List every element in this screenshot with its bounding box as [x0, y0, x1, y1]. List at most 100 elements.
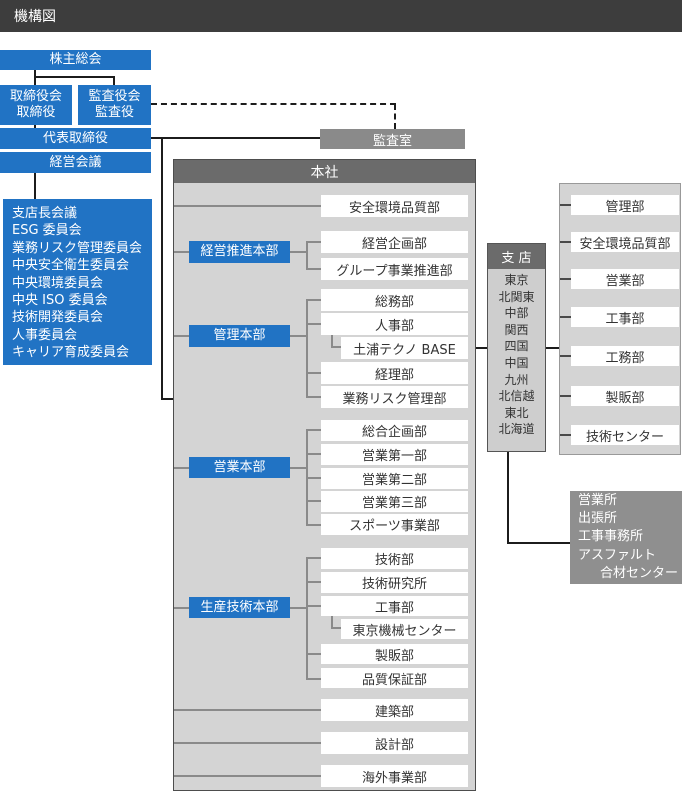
auditors-box: 監査役会 監査役 [78, 85, 151, 125]
branch-dept-box: 管理部 [571, 195, 679, 215]
branch-dept-box: 安全環境品質部 [571, 232, 679, 252]
connector-line [306, 241, 308, 269]
connector-line [331, 346, 341, 348]
dept-box: 技術部 [321, 548, 468, 569]
branch-dept-box: 製販部 [571, 386, 679, 406]
connector-line [290, 467, 306, 469]
branch-region-item: 中部 [504, 306, 529, 321]
connector-line [290, 335, 306, 337]
connector-line [34, 173, 36, 200]
audit-dashed-connector [151, 103, 396, 105]
branches-region-list: 東京 北関東 中部 関西 四国 中国 九州 北信越 東北 北海道 [488, 272, 545, 438]
connector-line [306, 678, 321, 680]
connector-line [34, 70, 36, 86]
dept-box: 営業第二部 [321, 468, 468, 489]
board-label-line2: 取締役 [16, 105, 56, 120]
board-label-line1: 取締役会 [9, 89, 62, 104]
branch-dept-box: 工事部 [571, 307, 679, 327]
dept-box: グループ事業推進部 [321, 258, 468, 280]
dept-box: 設計部 [321, 732, 468, 754]
board-of-directors-box: 取締役会 取締役 [0, 85, 72, 125]
dept-box-safety-environment-quality: 安全環境品質部 [321, 195, 468, 217]
branch-office-item: アスファルト [578, 547, 657, 563]
connector-line [306, 557, 321, 559]
connector-line [290, 607, 306, 609]
connector-line [174, 607, 189, 609]
connector-line [507, 452, 509, 544]
branch-region-item: 北海道 [498, 422, 535, 437]
dept-box: 人事部 [321, 313, 468, 335]
connector-line [161, 398, 174, 400]
committee-item: ESG 委員会 [12, 223, 82, 239]
dept-box: 建築部 [321, 699, 468, 721]
dept-box-sub: 東京機械センター [341, 619, 468, 639]
connector-line [306, 653, 321, 655]
head-office-header: 本社 [174, 160, 475, 183]
dept-box: 総務部 [321, 289, 468, 311]
committee-item: 業務リスク管理委員会 [12, 240, 143, 256]
connector-line [174, 742, 321, 744]
committee-item: 中央環境委員会 [12, 275, 104, 291]
connector-line [306, 477, 321, 479]
connector-line [306, 429, 321, 431]
connector-line [546, 347, 559, 349]
committees-box: 支店長会議 ESG 委員会 業務リスク管理委員会 中央安全衛生委員会 中央環境委… [3, 199, 152, 365]
connector-line [290, 251, 306, 253]
connector-line [174, 775, 321, 777]
branch-dept-box: 技術センター [571, 425, 679, 445]
dept-box: 技術研究所 [321, 572, 468, 593]
connector-line [476, 347, 487, 349]
branch-region-item: 東北 [504, 405, 529, 420]
dept-box: 営業第三部 [321, 491, 468, 512]
connector-line [174, 709, 321, 711]
branch-office-item: 工事事務所 [578, 529, 644, 545]
branch-region-item: 北関東 [498, 289, 535, 304]
committee-item: 中央 ISO 委員会 [12, 293, 108, 309]
dept-box: 海外事業部 [321, 765, 468, 787]
audit-dashed-connector [394, 104, 396, 129]
connector-line [560, 434, 571, 436]
branch-region-item: 四国 [504, 339, 529, 354]
dept-box: スポーツ事業部 [321, 514, 468, 535]
committee-item: 人事委員会 [12, 327, 78, 343]
connector-line [560, 241, 571, 243]
management-council-box: 経営会議 [0, 152, 151, 173]
branch-region-item: 関西 [504, 322, 529, 337]
dept-box-sub: 土浦テクノ BASE [341, 337, 468, 359]
branches-box: 支 店 東京 北関東 中部 関西 四国 中国 九州 北信越 東北 北海道 [487, 243, 546, 452]
division-hub-management-promotion: 経営推進本部 [189, 241, 290, 263]
auditors-label-line2: 監査役 [94, 105, 134, 120]
dept-box: 総合企画部 [321, 420, 468, 441]
connector-line [306, 372, 321, 374]
connector-line [161, 137, 163, 400]
connector-line [560, 395, 571, 397]
connector-line [174, 205, 321, 207]
connector-line [306, 453, 321, 455]
branch-dept-box: 工務部 [571, 346, 679, 366]
connector-line [507, 542, 570, 544]
audit-office-box: 監査室 [320, 129, 465, 149]
connector-line [174, 467, 189, 469]
connector-line [306, 323, 321, 325]
dept-box: 経理部 [321, 362, 468, 384]
connector-line [306, 500, 321, 502]
branches-header: 支 店 [488, 244, 545, 269]
branch-region-item: 東京 [504, 273, 529, 287]
connector-line [306, 581, 321, 583]
dept-box: 工事部 [321, 596, 468, 616]
dept-box: 製販部 [321, 644, 468, 664]
connector-line [174, 251, 189, 253]
committee-item: 中央安全衛生委員会 [12, 258, 130, 274]
branch-office-item: 出張所 [578, 511, 618, 527]
connector-line [306, 300, 308, 398]
connector-line [151, 137, 320, 139]
branch-dept-box: 営業部 [571, 269, 679, 289]
connector-line [560, 278, 571, 280]
committee-item: 支店長会議 [12, 206, 78, 221]
connector-line [306, 605, 321, 607]
division-hub-administration: 管理本部 [189, 325, 290, 347]
connector-line [306, 299, 321, 301]
connector-line [560, 204, 571, 206]
connector-line [306, 396, 321, 398]
